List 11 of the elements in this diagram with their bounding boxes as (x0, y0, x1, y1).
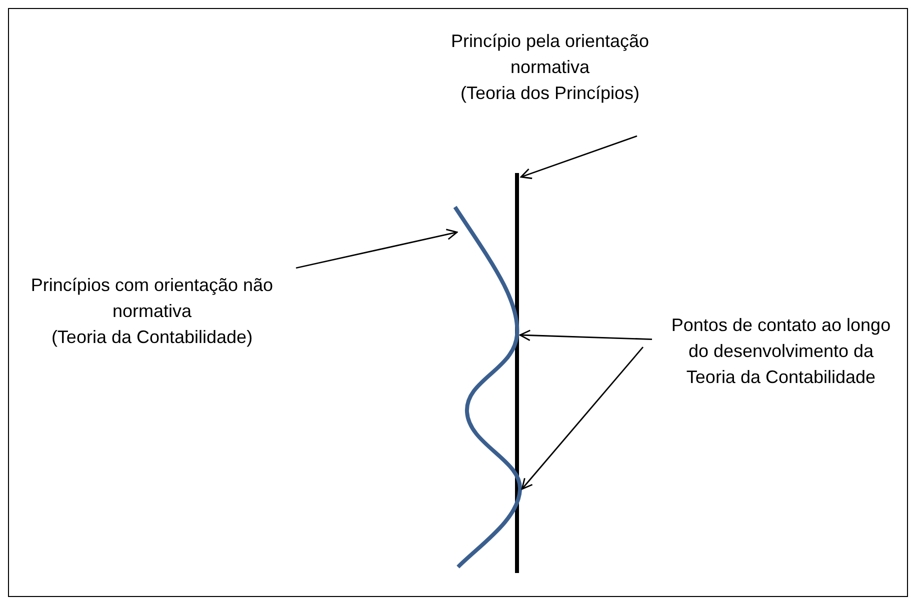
leader-line (521, 346, 644, 490)
annotation-text: (Teoria da Contabilidade) (50, 326, 254, 349)
leader-line (296, 228, 458, 269)
annotation-text: Princípios com orientação não normativa (30, 274, 274, 323)
wavy-curve (453, 206, 522, 568)
vertical-line (515, 173, 519, 573)
leader-line (519, 330, 652, 342)
annotation-text: (Teoria dos Princípios) (459, 82, 641, 105)
annotation-text: Pontos de contato ao longo do desenvolvimento da Teoria da Contabilidade (670, 314, 892, 389)
annotation-text: Princípio pela orientação normativa (450, 30, 650, 79)
leader-line (520, 135, 638, 180)
